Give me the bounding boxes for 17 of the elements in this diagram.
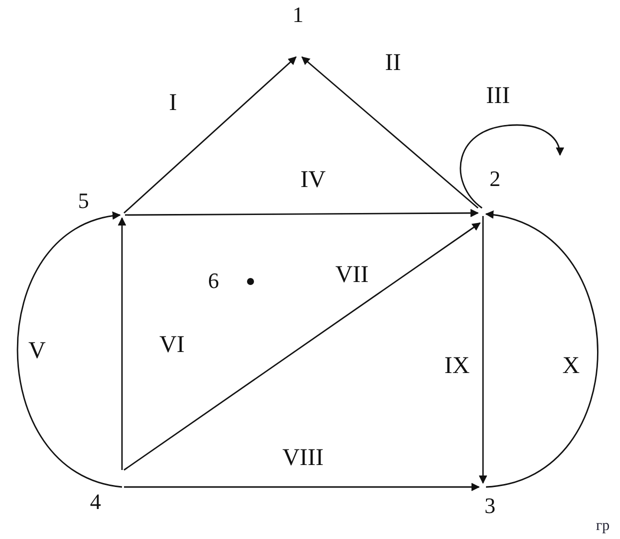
arrow [478, 216, 488, 484]
vertex-label: 6 [208, 266, 264, 296]
arrow [125, 208, 479, 218]
note-text: гр [596, 518, 610, 535]
vertex-label: 3 [478, 489, 502, 517]
arrow [124, 482, 480, 492]
arrow [460, 124, 564, 209]
vertex-label: 2 [484, 168, 506, 213]
arrow [118, 217, 126, 470]
arrow [16, 212, 122, 488]
vertex-label: 1 [286, 4, 310, 55]
arrow [124, 222, 481, 471]
arrow [124, 56, 297, 214]
vertex-label: 4 [90, 489, 122, 513]
arrow [485, 212, 598, 488]
arrow [301, 56, 478, 209]
vertex-label: 5 [78, 190, 122, 215]
